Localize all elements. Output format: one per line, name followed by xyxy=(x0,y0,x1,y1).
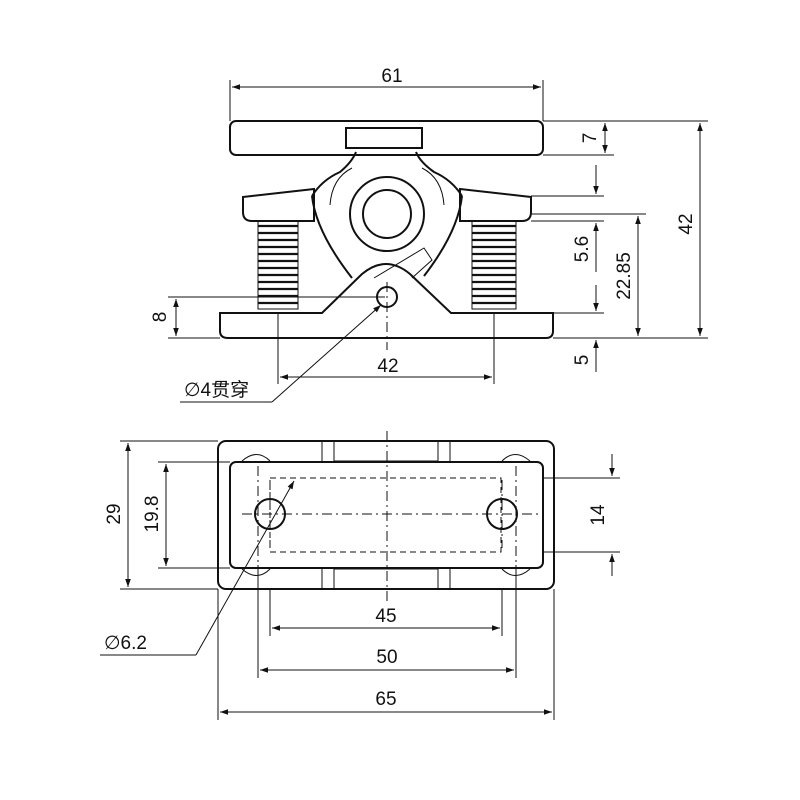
dim-19-8: 19.8 xyxy=(142,496,163,533)
top-view: 29 19.8 14 45 50 65 ∅6.2 xyxy=(100,431,620,720)
dim-5-6: 5.6 xyxy=(572,236,593,262)
dim-29: 29 xyxy=(104,503,125,524)
front-view: 61 7 42 5.6 22.85 5 8 42 xyxy=(150,66,708,403)
left-spring xyxy=(257,220,299,310)
base-plate xyxy=(219,263,554,339)
dim-8: 8 xyxy=(150,312,171,323)
note-hole-4-through: ∅4贯穿 xyxy=(184,379,249,401)
right-spring xyxy=(471,220,517,310)
dim-42-height: 42 xyxy=(676,213,697,234)
pivot-bushing-inner xyxy=(362,189,412,239)
body-left-arm xyxy=(311,151,357,197)
handle-outline xyxy=(229,461,544,569)
dim-5: 5 xyxy=(572,355,593,366)
pivot-bushing-outer xyxy=(349,176,425,252)
base-outline xyxy=(217,440,555,590)
dim-42-spacing: 42 xyxy=(377,356,398,377)
dim-65: 65 xyxy=(375,689,396,710)
body-right-arm xyxy=(415,151,463,197)
dim-7: 7 xyxy=(580,133,601,144)
top-tab xyxy=(333,440,439,462)
handle-boss xyxy=(345,127,423,149)
dim-61: 61 xyxy=(381,66,402,87)
dim-50: 50 xyxy=(376,647,397,668)
dim-14: 14 xyxy=(588,504,609,526)
right-spring-cap xyxy=(459,187,532,222)
note-hole-6-2: ∅6.2 xyxy=(104,633,147,654)
bottom-tab xyxy=(333,568,439,590)
dim-22-85: 22.85 xyxy=(614,252,635,300)
dim-45: 45 xyxy=(375,606,396,627)
spring-pocket-hidden xyxy=(269,477,502,553)
handle-bar xyxy=(229,120,544,156)
left-spring-cap xyxy=(242,187,315,222)
